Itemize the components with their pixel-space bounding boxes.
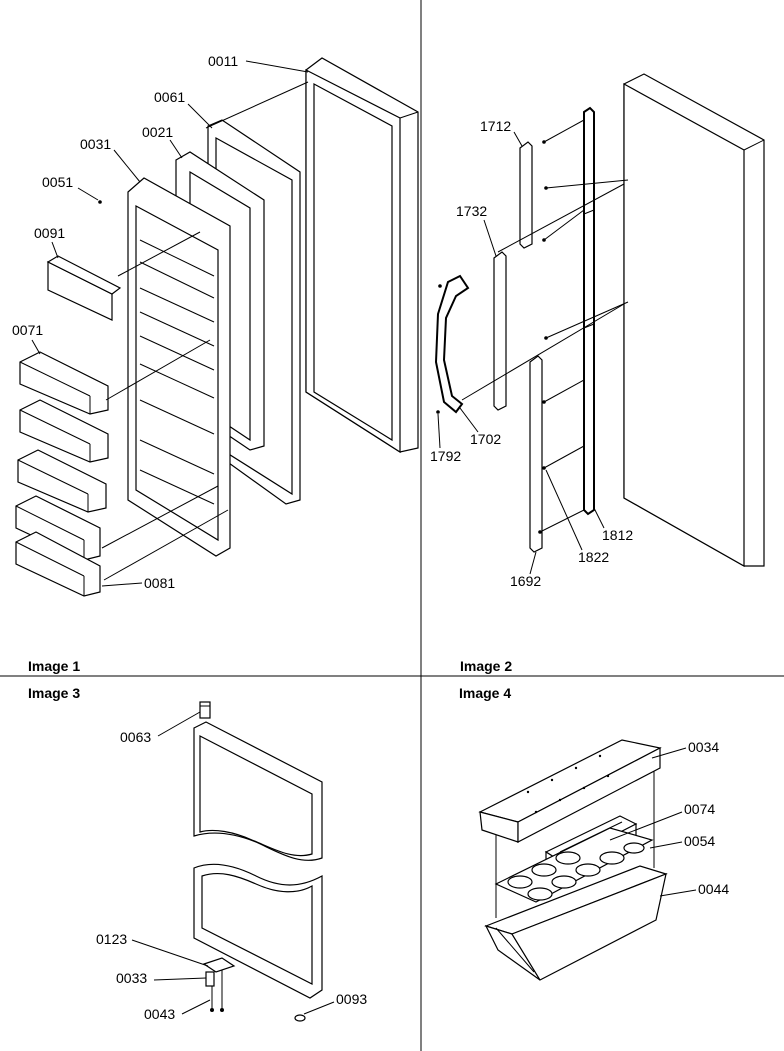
callout-0031: 0031 xyxy=(80,136,111,152)
door-bin-1 xyxy=(19,351,109,415)
callout-0054: 0054 xyxy=(684,833,715,849)
trim-piece-1692 xyxy=(529,355,543,553)
door-slab xyxy=(623,73,765,568)
door-top-section xyxy=(193,721,323,861)
panel-image-3: Image 3 0063 0123 0033 xyxy=(28,685,367,1022)
trim-piece-1712 xyxy=(519,141,533,249)
panel-image-4: Image 4 xyxy=(459,685,729,981)
callout-1792: 1792 xyxy=(430,448,461,464)
ice-bin xyxy=(484,865,668,981)
panel-image-1: 0011 0061 0021 0031 0051 0091 0071 0081 … xyxy=(12,53,419,674)
panel-title-image-4: Image 4 xyxy=(459,685,511,701)
handle-cap-1732 xyxy=(493,251,507,411)
callout-1692: 1692 xyxy=(510,573,541,589)
callout-1732: 1732 xyxy=(456,203,487,219)
callout-0093: 0093 xyxy=(336,991,367,1007)
panel-image-2: 1712 1732 1702 1792 1692 1822 1812 Image… xyxy=(430,73,765,674)
door-bottom-section xyxy=(193,863,323,999)
bottom-hinge-bracket xyxy=(202,957,236,987)
egg-tray xyxy=(494,827,654,903)
door-bin-3 xyxy=(17,449,107,513)
panel-title-image-1: Image 1 xyxy=(28,658,80,674)
door-bin-2 xyxy=(19,399,109,463)
callout-0051: 0051 xyxy=(42,174,73,190)
callout-0044: 0044 xyxy=(698,881,729,897)
panel-title-image-3: Image 3 xyxy=(28,685,80,701)
panel-title-image-2: Image 2 xyxy=(460,658,512,674)
inner-door-liner xyxy=(127,177,231,557)
callout-1812: 1812 xyxy=(602,527,633,543)
ice-bin-cover xyxy=(478,739,662,843)
callout-0021: 0021 xyxy=(142,124,173,140)
callout-0074: 0074 xyxy=(684,801,715,817)
callout-0011: 0011 xyxy=(208,53,238,69)
callout-0043: 0043 xyxy=(144,1006,175,1022)
callout-0091: 0091 xyxy=(34,225,65,241)
door-bin-0091 xyxy=(46,255,122,321)
callout-0061: 0061 xyxy=(154,89,185,105)
door-handle xyxy=(434,274,470,414)
callout-0063: 0063 xyxy=(120,729,151,745)
callout-0081: 0081 xyxy=(144,575,175,591)
trim-strip-1812 xyxy=(583,106,595,516)
callout-1822: 1822 xyxy=(578,549,609,565)
hinge-cap xyxy=(294,1014,306,1022)
callout-0034: 0034 xyxy=(688,739,719,755)
door-bin-4 xyxy=(15,495,101,561)
callout-0071: 0071 xyxy=(12,322,43,338)
callout-0033: 0033 xyxy=(116,970,147,986)
top-hinge-pin xyxy=(199,701,211,719)
callout-1712: 1712 xyxy=(480,118,511,134)
outer-door-panel xyxy=(305,57,419,454)
door-bin-0081 xyxy=(15,531,101,597)
callout-0123: 0123 xyxy=(96,931,127,947)
callout-1702: 1702 xyxy=(470,431,501,447)
